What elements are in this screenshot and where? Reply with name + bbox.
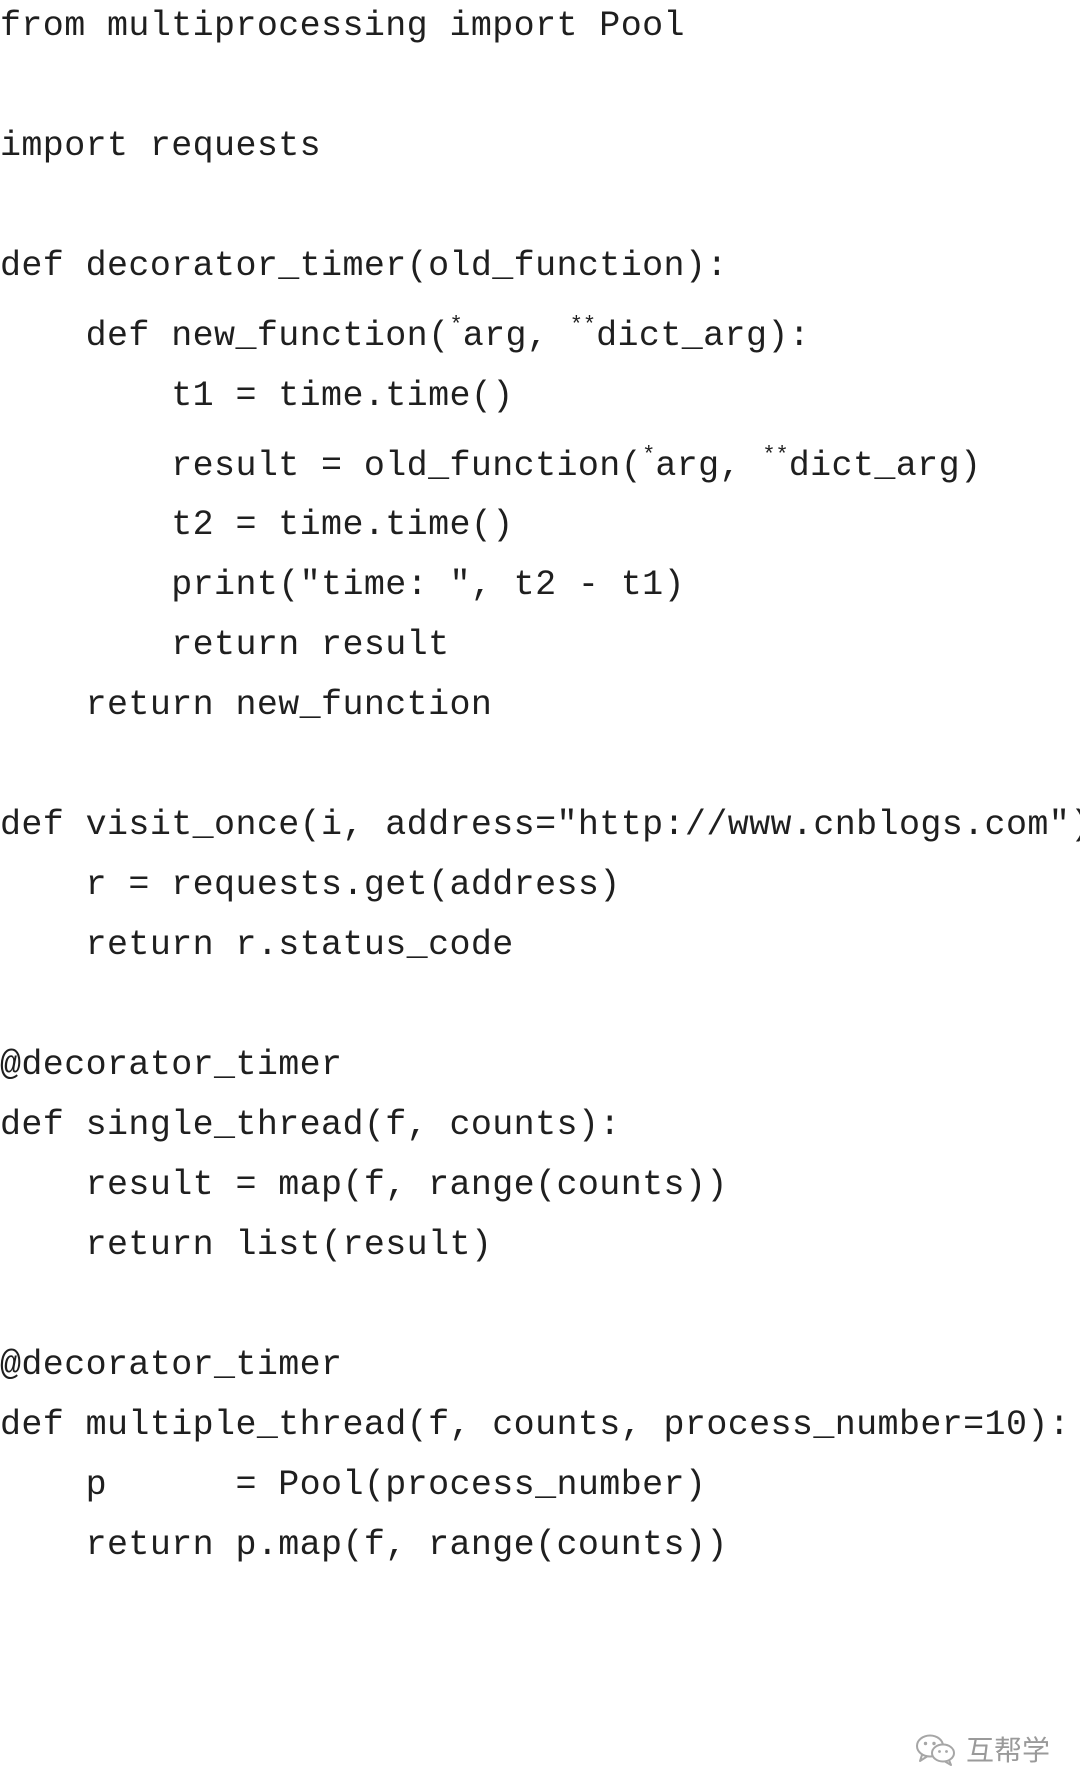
- code-line: @decorator_timer: [0, 1345, 343, 1385]
- code-line: def decorator_timer(old_function):: [0, 246, 728, 286]
- code-superscript: **: [762, 443, 789, 468]
- code-line: def multiple_thread(f, counts, process_n…: [0, 1405, 1071, 1445]
- code-line: return r.status_code: [0, 925, 514, 965]
- code-superscript: *: [449, 313, 463, 338]
- code-line: result = old_function(*arg, **dict_arg): [0, 443, 982, 490]
- code-text: dict_arg): [788, 446, 982, 486]
- watermark-text: 互帮学: [965, 1734, 1050, 1767]
- code-text: arg,: [655, 446, 763, 486]
- code-line: @decorator_timer: [0, 1045, 343, 1085]
- code-line: return result: [0, 625, 450, 665]
- code-line: return list(result): [0, 1225, 493, 1265]
- code-text: result = old_function(: [0, 446, 643, 486]
- code-line: t2 = time.time(): [0, 505, 514, 545]
- code-line: p = Pool(process_number): [0, 1465, 707, 1505]
- code-line: print("time: ", t2 - t1): [0, 565, 685, 605]
- code-superscript: *: [642, 443, 656, 468]
- wechat-icon: [915, 1734, 955, 1766]
- code-line: import requests: [0, 126, 322, 166]
- code-line: def new_function(*arg, **dict_arg):: [0, 313, 811, 360]
- code-text: arg,: [462, 316, 570, 356]
- code-line: r = requests.get(address): [0, 865, 621, 905]
- code-line: return p.map(f, range(counts)): [0, 1525, 728, 1565]
- code-line: def visit_once(i, address="http://www.cn…: [0, 805, 1080, 845]
- code-line: from multiprocessing import Pool: [0, 6, 685, 46]
- code-line: result = map(f, range(counts)): [0, 1165, 728, 1205]
- code-line: def single_thread(f, counts):: [0, 1105, 621, 1145]
- watermark: 互帮学: [914, 1729, 1050, 1769]
- code-line: return new_function: [0, 685, 493, 725]
- code-text: def new_function(: [0, 316, 450, 356]
- code-line: t1 = time.time(): [0, 376, 514, 416]
- code-superscript: **: [569, 313, 597, 338]
- code-text: dict_arg):: [596, 316, 811, 356]
